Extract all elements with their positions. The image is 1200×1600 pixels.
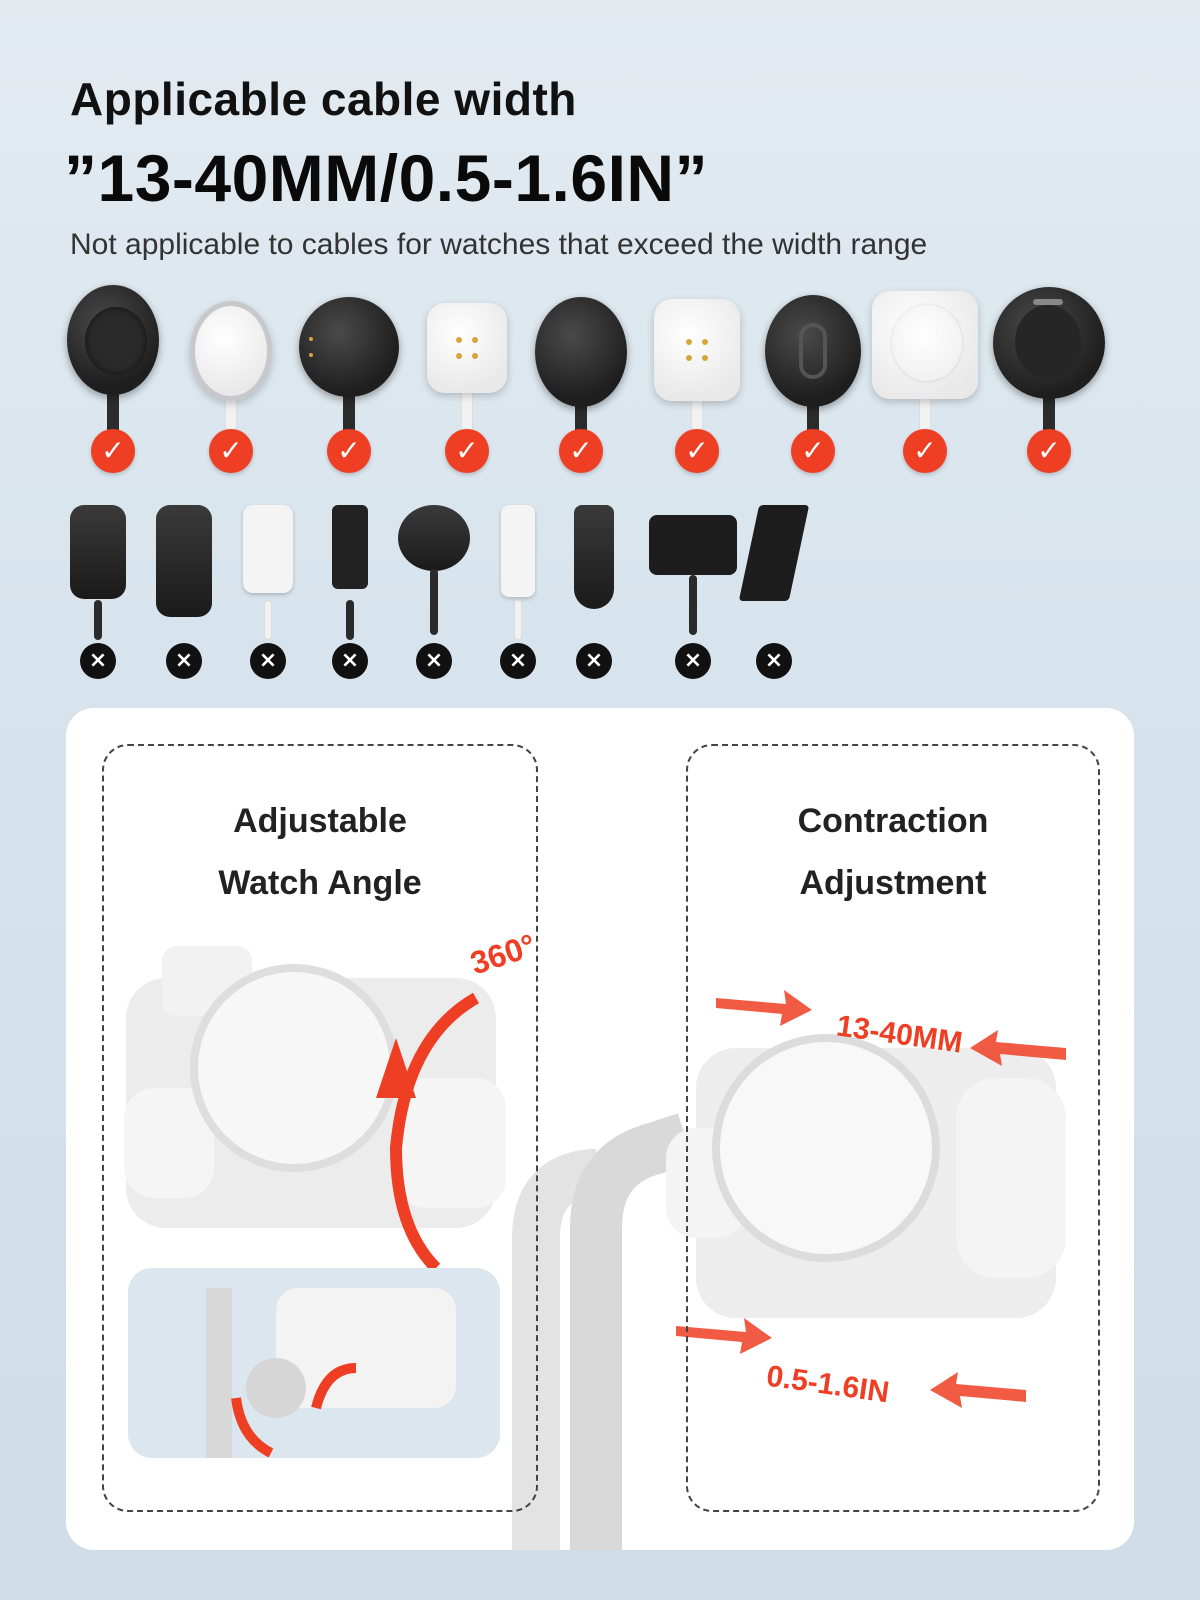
cross-icon: × (250, 643, 286, 679)
check-icon: ✓ (1027, 429, 1071, 473)
charger-cable (264, 600, 272, 640)
supported-charger: ✓ (870, 285, 980, 485)
unsupported-charger: × (734, 505, 814, 685)
supported-charger: ✓ (58, 285, 168, 485)
contraction-panel: Contraction Adjustment (686, 744, 1100, 1512)
charger-body (398, 505, 470, 571)
charger-cable (514, 600, 522, 640)
supported-charger: ✓ (758, 285, 868, 485)
charger-puck (654, 299, 740, 401)
cross-icon: × (80, 643, 116, 679)
check-icon: ✓ (327, 429, 371, 473)
inset-knob (206, 1288, 456, 1458)
charger-cable (430, 569, 438, 635)
adjustable-angle-panel: Adjustable Watch Angle (102, 744, 538, 1512)
supported-charger: ✓ (642, 285, 752, 485)
supported-charger: ✓ (294, 285, 404, 485)
charger-cable (94, 600, 102, 640)
charger-body (156, 505, 212, 617)
supported-charger: ✓ (176, 285, 286, 485)
left-watch-holder (124, 946, 506, 1228)
unsupported-charger: × (648, 505, 738, 685)
headline: Applicable cable width (70, 73, 577, 125)
charger-body (574, 505, 614, 609)
charger-body (649, 515, 737, 575)
unsupported-charger: × (478, 505, 558, 685)
cross-icon: × (332, 643, 368, 679)
charger-puck (872, 291, 978, 399)
check-icon: ✓ (91, 429, 135, 473)
unsupported-charger: × (58, 505, 138, 685)
charger-cable (346, 600, 354, 640)
cross-icon: × (166, 643, 202, 679)
charger-body (738, 505, 810, 601)
charger-body (332, 505, 368, 589)
check-icon: ✓ (903, 429, 947, 473)
charger-body (243, 505, 293, 593)
unsupported-charger: × (144, 505, 224, 685)
cross-icon: × (576, 643, 612, 679)
check-icon: ✓ (675, 429, 719, 473)
panel-title-line2: Adjustment (799, 864, 987, 902)
charger-puck (535, 297, 627, 407)
panel-title-line2: Watch Angle (218, 864, 422, 902)
unsupported-chargers-row: × × × × × × × × × (58, 505, 838, 685)
compatibility-note: Not applicable to cables for watches tha… (70, 228, 928, 261)
panel-title-line1: Contraction (797, 802, 989, 840)
product-illustration (124, 946, 1066, 1550)
check-icon: ✓ (445, 429, 489, 473)
panel-title-line1: Adjustable (233, 802, 407, 840)
cross-icon: × (756, 643, 792, 679)
charger-puck (993, 287, 1105, 399)
charger-puck (299, 297, 399, 397)
check-icon: ✓ (559, 429, 603, 473)
check-icon: ✓ (209, 429, 253, 473)
features-card: Adjustable Watch Angle Contraction Adjus… (66, 708, 1134, 1550)
unsupported-charger: × (228, 505, 308, 685)
right-watch-holder (666, 1034, 1066, 1318)
supported-chargers-row: ✓ ✓ ✓ ✓ ✓ ✓ (58, 285, 1138, 485)
unsupported-charger: × (554, 505, 634, 685)
unsupported-charger: × (394, 505, 474, 685)
cross-icon: × (500, 643, 536, 679)
charger-body (501, 505, 535, 597)
charger-puck (427, 303, 507, 393)
charger-body (70, 505, 126, 599)
supported-charger: ✓ (526, 285, 636, 485)
charger-puck (190, 301, 272, 401)
charger-cable (689, 575, 697, 635)
unsupported-charger: × (310, 505, 390, 685)
charger-puck (765, 295, 861, 407)
cross-icon: × (675, 643, 711, 679)
supported-charger: ✓ (412, 285, 522, 485)
supported-charger: ✓ (993, 285, 1105, 485)
cross-icon: × (416, 643, 452, 679)
charger-puck (67, 285, 159, 395)
check-icon: ✓ (791, 429, 835, 473)
cable-width-range: ”13-40MM/0.5-1.6IN” (64, 141, 709, 215)
